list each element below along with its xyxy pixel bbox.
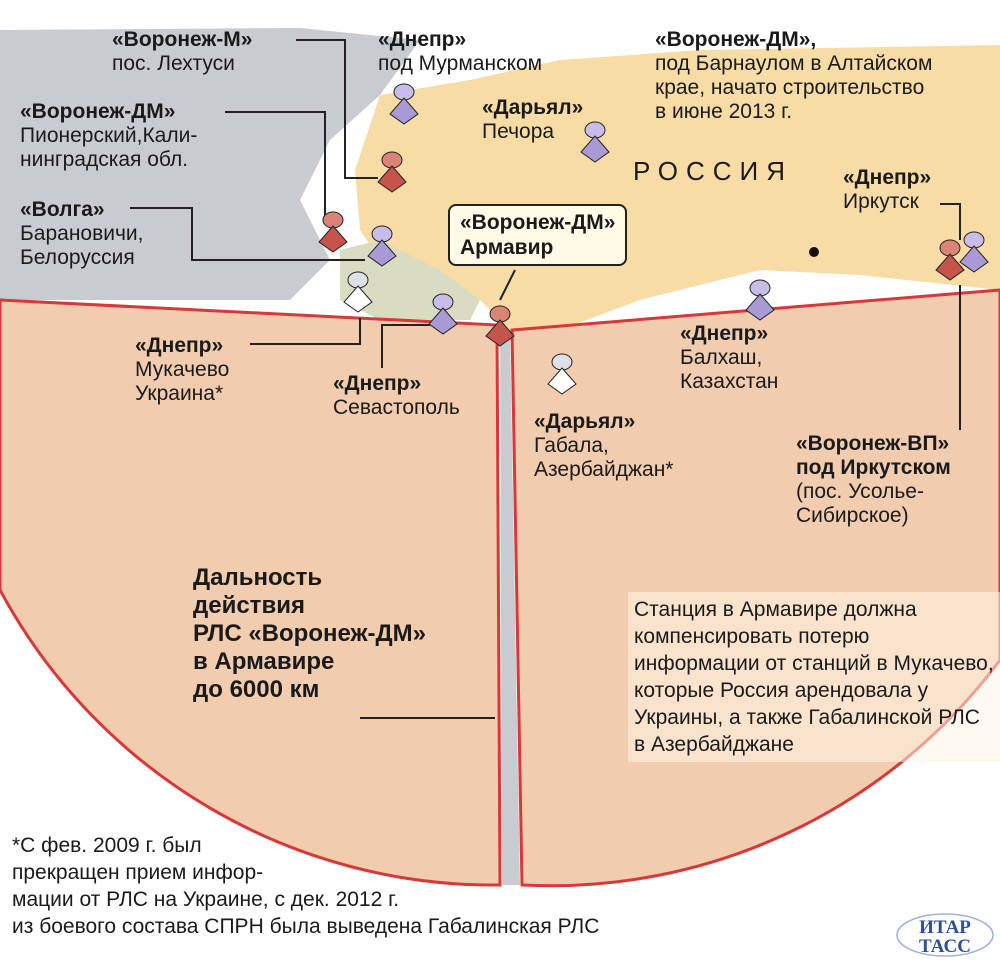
- station-label: «Волга»Барановичи,Белоруссия: [20, 198, 144, 269]
- svg-text:ТАСС: ТАСС: [919, 936, 971, 957]
- leader-lines: [130, 39, 961, 719]
- pin-red-icon: [377, 151, 407, 193]
- station-label: «Воронеж-ДМ»Пионерский,Кали-нинградская …: [20, 100, 198, 171]
- station-label: «Днепр»Балхаш,Казахстан: [680, 322, 779, 393]
- svg-text:ИТАР: ИТАР: [919, 917, 971, 938]
- country-label-russia: РОССИЯ: [633, 156, 794, 186]
- station-label: «Днепр»Иркутск: [843, 166, 932, 213]
- pin-red-icon: [935, 239, 965, 281]
- pin-purple-icon: [428, 293, 458, 335]
- station-label: «Воронеж-ВП»под Иркутском(пос. Усолье-Си…: [796, 432, 951, 527]
- barnaul-site-marker: [809, 247, 819, 257]
- pin-white-icon: [547, 353, 577, 395]
- range-sector-west: [0, 298, 502, 887]
- sea-strip: [500, 330, 520, 885]
- pin-red-icon: [318, 211, 348, 253]
- pin-purple-icon: [580, 121, 610, 163]
- pin-red-icon: [485, 305, 515, 347]
- station-pins: [318, 83, 989, 395]
- pin-purple-icon: [367, 225, 397, 267]
- itar-tass-logo: ИТАР ТАСС: [896, 913, 994, 957]
- station-label: «Дарьял»Габала,Азербайджан*: [534, 410, 674, 481]
- station-label: «Днепр»Севастополь: [333, 372, 460, 419]
- station-label: «Дарьял»Печора: [482, 96, 584, 143]
- europe-land: [0, 28, 420, 300]
- station-label: «Воронеж-М»пос. Лехтуси: [112, 28, 253, 75]
- pin-purple-icon: [389, 83, 419, 125]
- station-label: «Днепр»под Мурманском: [378, 28, 543, 75]
- armavir-callout: «Воронеж-ДМ»Армавир: [448, 204, 628, 266]
- pin-purple-icon: [745, 279, 775, 321]
- pin-purple-icon: [959, 231, 989, 273]
- info-note: Станция в Армавире должна компенсировать…: [628, 592, 1000, 762]
- pin-white-icon: [343, 271, 373, 313]
